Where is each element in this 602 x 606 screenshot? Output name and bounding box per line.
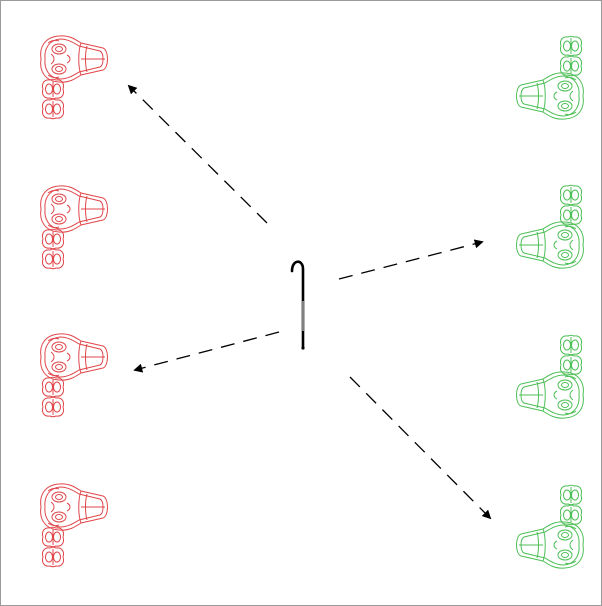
left-mask-1 (41, 36, 108, 119)
left-mask-2 (41, 186, 108, 269)
right-mask-4 (517, 485, 584, 568)
right-mask-3 (517, 335, 584, 418)
left-mask-4 (41, 484, 108, 567)
arrow-to-right-mask-2 (339, 242, 482, 279)
left-mask-3 (41, 334, 108, 417)
arrow-to-right-mask-4 (350, 377, 490, 518)
arrow-to-left-mask-3 (135, 332, 279, 370)
walking-cane-icon (292, 262, 305, 350)
arrow-to-left-mask-1 (129, 86, 267, 223)
right-mask-1 (517, 36, 584, 119)
right-mask-2 (517, 185, 584, 268)
